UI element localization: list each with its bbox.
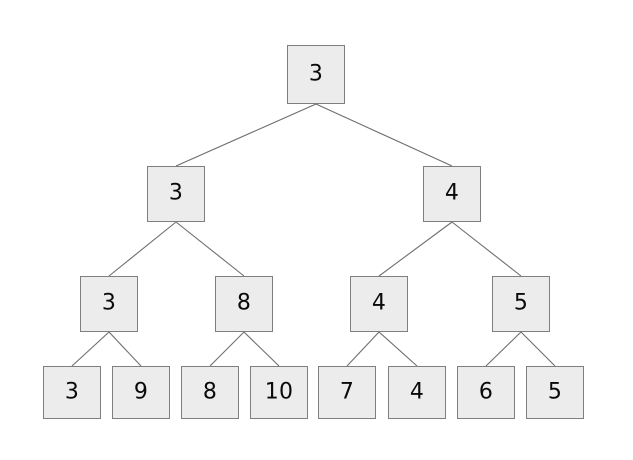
tree-node-value: 9	[133, 379, 149, 404]
tree-node-leaf[interactable]: 9	[112, 366, 170, 419]
tree-node[interactable]: 3	[80, 276, 138, 332]
tree-node[interactable]: 3	[147, 166, 205, 222]
tree-node-value: 3	[168, 180, 184, 206]
tree-node-leaf[interactable]: 5	[526, 366, 584, 419]
tree-edge	[315, 103, 453, 167]
tree-edge	[451, 221, 522, 277]
tree-node-leaf[interactable]: 7	[318, 366, 376, 419]
tree-edge	[209, 331, 245, 367]
tree-node-value: 6	[478, 379, 494, 404]
tree-edge	[485, 331, 522, 367]
tree-edge	[175, 221, 245, 277]
tree-node-value: 4	[371, 290, 387, 316]
tree-node-value: 3	[101, 290, 117, 316]
tree-node-leaf[interactable]: 6	[457, 366, 515, 419]
tree-node-root[interactable]: 3	[287, 45, 345, 104]
tree-node[interactable]: 4	[423, 166, 481, 222]
tree-node[interactable]: 8	[215, 276, 273, 332]
tree-edge	[108, 221, 177, 277]
tree-node-value: 4	[444, 180, 460, 206]
tree-edge	[520, 331, 556, 367]
tree-node[interactable]: 5	[492, 276, 550, 332]
tree-node-leaf[interactable]: 4	[388, 366, 446, 419]
tree-node-leaf[interactable]: 10	[250, 366, 308, 419]
tree-node-leaf[interactable]: 3	[43, 366, 101, 419]
tree-node-value: 8	[236, 290, 252, 316]
tree-node-value: 4	[409, 379, 425, 404]
tree-node-leaf[interactable]: 8	[181, 366, 239, 419]
tree-edge	[108, 331, 142, 367]
tree-edge	[71, 331, 110, 367]
tree-edge	[378, 331, 418, 367]
tree-node-value: 3	[64, 379, 80, 404]
tree-edge	[346, 331, 380, 367]
tree-node[interactable]: 4	[350, 276, 408, 332]
tree-node-value: 5	[513, 290, 529, 316]
tree-node-value: 3	[308, 61, 324, 86]
tree-edge	[378, 221, 453, 277]
tree-node-value: 5	[547, 379, 563, 404]
tree-edge	[175, 103, 317, 167]
tree-node-value: 7	[339, 379, 355, 404]
tree-node-value: 8	[202, 379, 218, 404]
tree-edge	[243, 331, 280, 367]
tree-node-value: 10	[264, 379, 294, 404]
